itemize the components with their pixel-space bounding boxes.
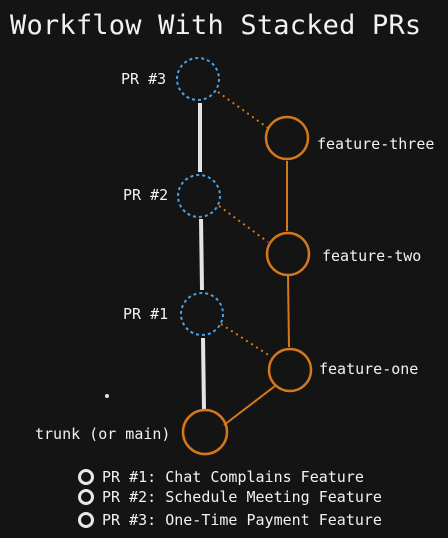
feature-two-node[interactable]	[265, 231, 311, 277]
trunk-node[interactable]	[181, 408, 229, 456]
pr2-label: PR #2	[123, 186, 169, 204]
pr2-node[interactable]	[177, 174, 221, 218]
legend-item-pr3: PR #3: One-Time Payment Feature	[78, 511, 382, 529]
bullet-icon	[78, 469, 94, 485]
pr1-trunk-link	[201, 337, 206, 411]
legend-text: PR #2: Schedule Meeting Feature	[102, 488, 382, 506]
pr1-label: PR #1	[123, 305, 169, 323]
pr3-feature-three-link	[217, 91, 269, 129]
pr1-node[interactable]	[180, 292, 224, 336]
bullet-icon	[78, 489, 94, 505]
feature-three-node[interactable]	[264, 115, 310, 161]
pr2-pr1-link	[199, 218, 204, 291]
legend-text: PR #1: Chat Complains Feature	[102, 468, 364, 486]
diagram-title: Workflow With Stacked PRs	[10, 10, 422, 41]
feature-two-label: feature-two	[322, 247, 422, 265]
feature-one-node[interactable]	[267, 347, 313, 393]
legend-text: PR #3: One-Time Payment Feature	[102, 511, 382, 529]
feature-three-label: feature-three	[317, 135, 435, 153]
bullet-icon	[78, 512, 94, 528]
legend-item-pr1: PR #1: Chat Complains Feature	[78, 468, 364, 486]
trunk-label: trunk (or main)	[35, 425, 171, 443]
pr3-node[interactable]	[176, 57, 220, 101]
feature-two-one-link	[287, 275, 290, 348]
pr1-feature-one-link	[220, 323, 271, 357]
pr3-label: PR #3	[121, 70, 167, 88]
pr2-feature-two-link	[218, 205, 269, 243]
feature-one-trunk-link	[223, 385, 276, 426]
stray-dot	[105, 394, 109, 398]
legend-item-pr2: PR #2: Schedule Meeting Feature	[78, 488, 382, 506]
feature-one-label: feature-one	[319, 360, 419, 378]
